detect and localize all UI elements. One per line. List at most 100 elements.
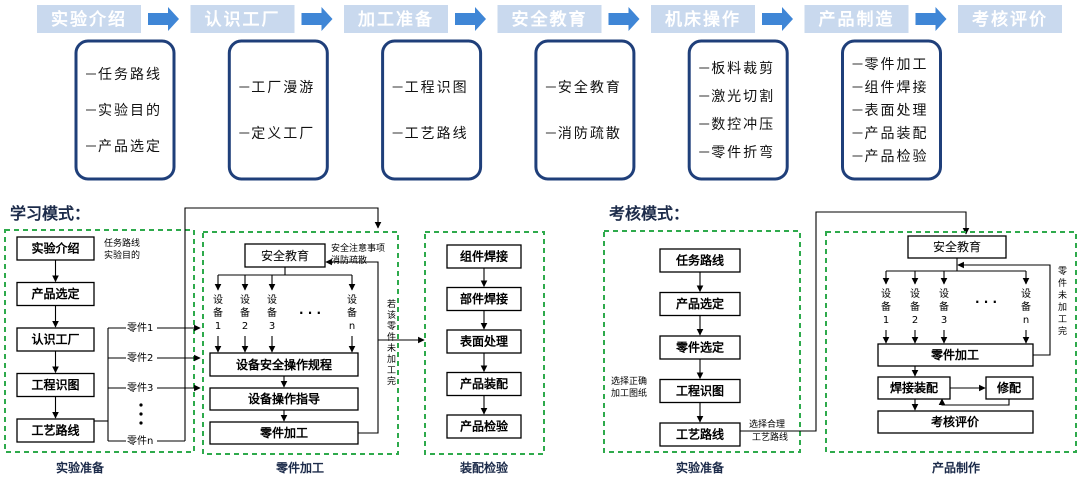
assessment-prep-panel — [603, 230, 801, 453]
learning-prep-step-label-5: 工艺路线 — [31, 423, 79, 438]
step-detail-item: 产品检验 — [865, 149, 929, 165]
product-process-label: 零件加工 — [930, 347, 979, 362]
process-steps: 实验介绍认识工厂加工准备安全教育机床操作产品制造考核评价 — [35, 3, 1064, 35]
product-eval-box — [877, 410, 1034, 434]
step-detail-box-5 — [687, 39, 789, 181]
step-detail-box-4 — [534, 39, 636, 181]
assessment-prep-note-left-2: 加工图纸 — [611, 387, 647, 399]
product-device-3: 设 — [939, 288, 949, 300]
machining-device-2: 2 — [242, 321, 248, 332]
assessment-prep-note-left-1: 选择正确 — [611, 375, 647, 387]
assessment-prep-step-label-2: 产品选定 — [676, 296, 724, 311]
machining-safety-note-2: 消防疏散 — [331, 254, 367, 266]
product-device-3: 3 — [941, 315, 947, 326]
machining-device-3: 备 — [267, 306, 277, 319]
machining-safety-label: 安全教育 — [261, 248, 309, 263]
learning-assembly-caption: 装配检验 — [459, 460, 509, 475]
machining-device-1: 备 — [213, 306, 223, 319]
step-detail-box-3 — [381, 39, 483, 181]
step-detail-item: 产品选定 — [98, 139, 162, 155]
product-device-1: 设 — [881, 288, 891, 300]
learning-prep-note-1: 任务路线 — [104, 237, 140, 249]
machining-process-label: 零件加工 — [259, 425, 308, 440]
assessment-prep-step-label-5: 工艺路线 — [676, 427, 724, 442]
part-label-3: 零件3 — [127, 382, 153, 394]
product-eval-label: 考核评价 — [931, 414, 980, 429]
product-loop-note: 零件未加工完 — [1058, 266, 1067, 337]
step-detail-item: 表面处理 — [865, 103, 929, 119]
machining-device-4: 设 — [347, 294, 357, 306]
learning-prep-step-label-2: 产品选定 — [31, 286, 79, 301]
step-detail-item: 工厂漫游 — [251, 80, 315, 96]
learning-prep-step-label-3: 认识工厂 — [31, 332, 79, 347]
machining-loop-note: 若该零件未加工完 — [387, 298, 396, 387]
assessment-product-panel — [825, 231, 1077, 453]
learning-machining-caption: 零件加工 — [275, 460, 324, 475]
machining-device-2: 设 — [240, 294, 250, 306]
step-label-2: 认识工厂 — [205, 9, 281, 30]
product-device-2: 设 — [910, 288, 920, 300]
learning-assembly-panel — [424, 231, 545, 455]
step-arrow-3 — [455, 7, 486, 31]
assembly-step-box-5 — [446, 414, 522, 439]
step-label-4: 安全教育 — [512, 9, 588, 30]
step-detail-item: 工艺路线 — [405, 126, 469, 142]
step-label-6: 产品制造 — [819, 9, 895, 30]
machining-safety-note-1: 安全注意事项 — [331, 242, 385, 254]
step-label-3: 加工准备 — [357, 9, 434, 30]
machining-device-4: 备 — [347, 306, 357, 319]
step-box-2 — [188, 3, 297, 35]
step-detail-item: 安全教育 — [558, 79, 622, 96]
machining-device-4: n — [349, 321, 355, 332]
step-label-5: 机床操作 — [665, 9, 741, 30]
assessment-mode-title: 考核模式： — [609, 204, 689, 223]
step-detail-item: 工程识图 — [405, 80, 469, 96]
step-detail-item: 消防疏散 — [558, 126, 622, 142]
step-label-1: 实验介绍 — [51, 9, 127, 30]
step-detail-box-2 — [227, 39, 329, 181]
step-detail-box-1 — [74, 39, 176, 181]
step-arrow-6 — [915, 7, 947, 31]
step-detail-box-6 — [841, 39, 942, 181]
assessment-prep-note-right-2: 工艺路线 — [752, 431, 788, 443]
product-device-2: 备 — [910, 300, 920, 313]
step-detail-item: 实验目的 — [98, 103, 162, 119]
learning-prep-caption: 实验准备 — [56, 460, 105, 475]
step-detail-item: 产品装配 — [865, 126, 929, 142]
step-arrow-4 — [608, 7, 640, 31]
machining-device-3: 3 — [269, 321, 275, 332]
assessment-prep-note-right-1: 选择合理 — [749, 418, 785, 430]
step-detail-item: 零件加工 — [865, 57, 929, 73]
assembly-step-label-4: 产品装配 — [460, 376, 508, 391]
assessment-prep-step-label-4: 工程识图 — [676, 383, 724, 398]
assessment-prep-step-box-5 — [659, 422, 741, 447]
assembly-step-label-1: 组件焊接 — [460, 249, 508, 264]
step-detail-item: 板料裁剪 — [711, 61, 775, 77]
machining-device-1: 1 — [215, 321, 221, 332]
assembly-step-label-3: 表面处理 — [459, 334, 508, 349]
product-device-3: 备 — [939, 300, 949, 313]
step-arrow-2 — [301, 7, 333, 31]
part-label-2: 零件2 — [127, 352, 153, 364]
product-fix-label: 修配 — [996, 380, 1021, 395]
step-box-7 — [956, 3, 1064, 35]
machining-rules-label: 设备安全操作规程 — [236, 357, 332, 372]
process-step-details: 任务路线实验目的产品选定工厂漫游定义工厂工程识图工艺路线安全教育消防疏散板料裁剪… — [74, 39, 942, 181]
step-box-4 — [495, 3, 604, 35]
machining-device-2: 备 — [240, 306, 250, 319]
learning-prep-step-label-4: 工程识图 — [31, 377, 79, 392]
step-detail-item: 零件折弯 — [711, 144, 775, 161]
learning-mode-title: 学习模式： — [10, 204, 90, 223]
product-device-4: n — [1023, 315, 1029, 326]
step-box-3 — [342, 3, 450, 35]
learning-prep-step-label-1: 实验介绍 — [31, 241, 79, 256]
step-box-6 — [802, 3, 911, 35]
product-weld-label: 焊接装配 — [890, 380, 938, 395]
machining-guide-label: 设备操作指导 — [248, 391, 320, 406]
step-detail-item: 定义工厂 — [251, 126, 315, 142]
learning-prep-note-2: 实验目的 — [104, 249, 140, 261]
step-detail-item: 激光切割 — [711, 88, 775, 105]
